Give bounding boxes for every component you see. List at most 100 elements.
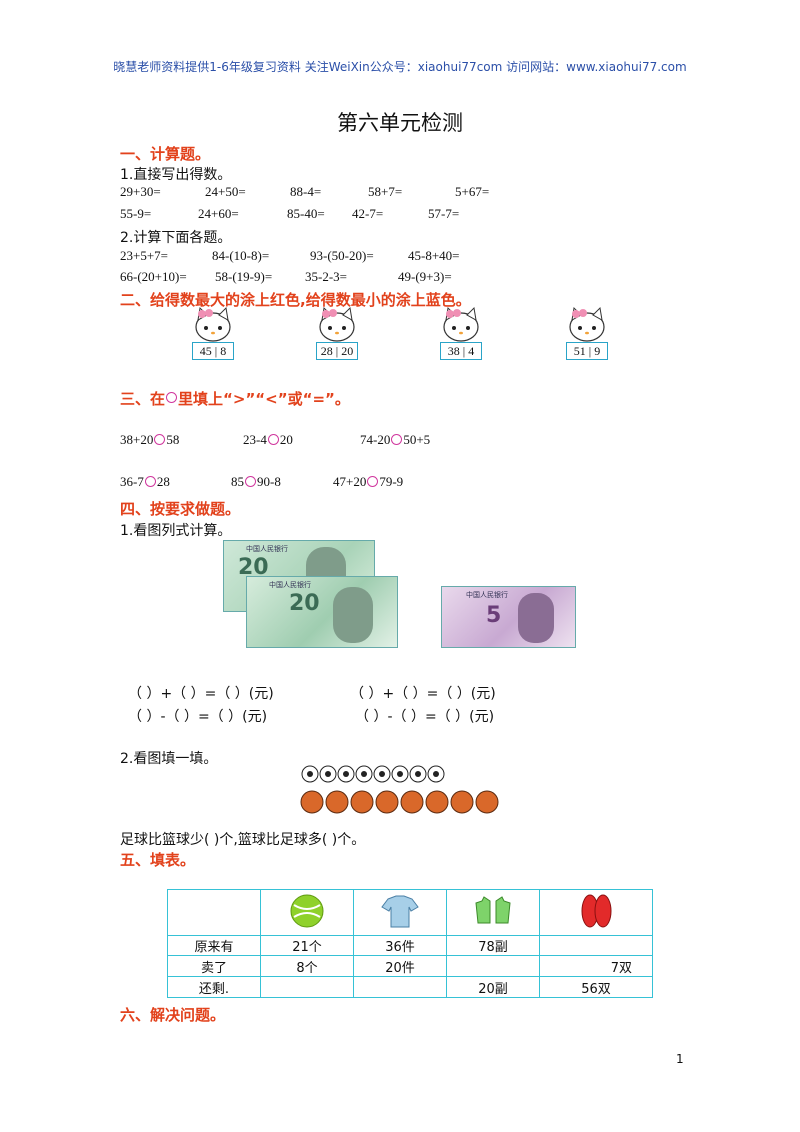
page-number: 1 xyxy=(676,1052,684,1066)
table-cell[interactable]: 7双 xyxy=(539,955,653,977)
eq: 57-7= xyxy=(428,206,460,221)
compare-right: 50+5 xyxy=(403,432,431,447)
table-cell[interactable] xyxy=(353,976,447,998)
compare-right: 90-8 xyxy=(257,474,281,489)
table-cell[interactable]: 21个 xyxy=(260,935,354,956)
eq: 58-(19-9)= xyxy=(215,269,273,284)
table-cell[interactable] xyxy=(539,935,653,956)
section-1-sub-2: 2.计算下面各题。 xyxy=(120,230,232,246)
table-header-row xyxy=(167,889,653,936)
eq: 29+30= xyxy=(120,184,161,199)
row-label: 还剩. xyxy=(167,976,261,998)
cat-card[interactable]: 38 | 4 xyxy=(438,302,484,360)
ball-question[interactable]: 足球比篮球少( )个,篮球比足球多( )个。 xyxy=(120,832,366,848)
bill-issuer: 中国人民银行 xyxy=(466,591,508,599)
section-4-sub-1: 1.看图列式计算。 xyxy=(120,523,232,539)
eq: 24+60= xyxy=(198,206,239,221)
formula-blank[interactable]: （ ）+（ ）=（ ）(元) xyxy=(128,686,274,702)
answer-circle[interactable] xyxy=(267,433,279,445)
table-row: 还剩. 20副 56双 xyxy=(167,976,653,998)
portrait-icon xyxy=(518,593,554,643)
compare-item: 38+20 58 xyxy=(120,432,179,448)
section-3-heading-b: 里填上“>”“<”或“=”。 xyxy=(178,390,350,408)
table-row: 原来有 21个 36件 78副 xyxy=(167,935,653,956)
page-title: 第六单元检测 xyxy=(337,111,463,135)
bill-denomination: 5 xyxy=(486,603,502,628)
table-cell[interactable]: 56双 xyxy=(539,976,653,998)
eq: 66-(20+10)= xyxy=(120,269,187,284)
gloves-icon xyxy=(475,895,511,923)
compare-right: 79-9 xyxy=(379,474,404,489)
answer-circle[interactable] xyxy=(367,475,379,487)
eq: 58+7= xyxy=(368,184,403,199)
eq: 88-4= xyxy=(290,184,322,199)
cat-card[interactable]: 51 | 9 xyxy=(564,302,610,360)
cat-number: 45 | 8 xyxy=(192,342,234,360)
cat-number: 51 | 9 xyxy=(566,342,608,360)
answer-circle[interactable] xyxy=(154,433,166,445)
eq: 93-(50-20)= xyxy=(310,248,374,263)
cat-card[interactable]: 45 | 8 xyxy=(190,302,236,360)
cat-icon xyxy=(319,306,355,342)
table-cell[interactable]: 20副 xyxy=(446,976,540,998)
cat-icon xyxy=(569,306,605,342)
bill-issuer: 中国人民银行 xyxy=(269,581,311,589)
formula-blank[interactable]: （ ）-（ ）=（ ）(元) xyxy=(128,709,268,725)
shirt-icon xyxy=(381,895,419,927)
table-corner xyxy=(167,889,261,936)
answer-circle[interactable] xyxy=(144,475,156,487)
table-cell[interactable] xyxy=(260,976,354,998)
section-4-sub-2: 2.看图填一填。 xyxy=(120,751,218,767)
table-cell[interactable]: 78副 xyxy=(446,935,540,956)
shoes-cell xyxy=(539,889,653,936)
eq: 85-40= xyxy=(287,206,325,221)
banknote-5: 中国人民银行 5 xyxy=(441,586,576,648)
table-cell[interactable]: 8个 xyxy=(260,955,354,977)
compare-item: 47+20 79-9 xyxy=(333,474,403,490)
cat-icon xyxy=(195,306,231,342)
eq: 35-2-3= xyxy=(305,269,347,284)
section-5-heading: 五、填表。 xyxy=(120,851,196,869)
section-3-heading: 三、在里填上“>”“<”或“=”。 xyxy=(120,388,350,409)
compare-item: 85 90-8 xyxy=(231,474,281,490)
compare-left: 36-7 xyxy=(120,474,144,489)
shoes-icon xyxy=(581,894,612,927)
eq: 42-7= xyxy=(352,206,384,221)
formula-blank[interactable]: （ ）+（ ）=（ ）(元) xyxy=(350,686,496,702)
compare-right: 58 xyxy=(166,432,180,447)
eq: 55-9= xyxy=(120,206,152,221)
bill-issuer: 中国人民银行 xyxy=(246,545,288,553)
circle-icon xyxy=(166,392,178,403)
section-2-heading: 二、给得数最大的涂上红色,给得数最小的涂上蓝色。 xyxy=(120,291,471,309)
table-cell[interactable] xyxy=(446,955,540,977)
portrait-icon xyxy=(333,587,373,643)
section-6-heading: 六、解决问题。 xyxy=(120,1006,226,1024)
cat-card[interactable]: 28 | 20 xyxy=(314,302,360,360)
table-cell[interactable]: 20件 xyxy=(353,955,447,977)
section-3-heading-a: 三、在 xyxy=(120,390,166,408)
compare-left: 85 xyxy=(231,474,244,489)
cat-icon xyxy=(443,306,479,342)
basketball-icons xyxy=(300,790,499,814)
formula-blank[interactable]: （ ）-（ ）=（ ）(元) xyxy=(355,709,495,725)
soccer-balls-row xyxy=(301,765,449,787)
row-label: 原来有 xyxy=(167,935,261,956)
site-header: 晓慧老师资料提供1-6年级复习资料 关注WeiXin公众号：xiaohui77c… xyxy=(113,60,687,74)
answer-circle[interactable] xyxy=(245,475,256,487)
cat-number: 38 | 4 xyxy=(440,342,482,360)
basketballs-row xyxy=(300,789,500,819)
bill-denomination: 20 xyxy=(238,555,269,580)
compare-right: 20 xyxy=(279,432,293,447)
eq: 84-(10-8)= xyxy=(212,248,270,263)
eq: 24+50= xyxy=(205,184,246,199)
tennis-ball-icon xyxy=(290,894,324,927)
compare-left: 47+20 xyxy=(333,474,367,489)
tennis-ball-cell xyxy=(260,889,354,936)
gloves-cell xyxy=(446,889,540,936)
cat-number: 28 | 20 xyxy=(316,342,358,360)
answer-circle[interactable] xyxy=(391,433,403,445)
table-cell[interactable]: 36件 xyxy=(353,935,447,956)
compare-left: 38+20 xyxy=(120,432,154,447)
